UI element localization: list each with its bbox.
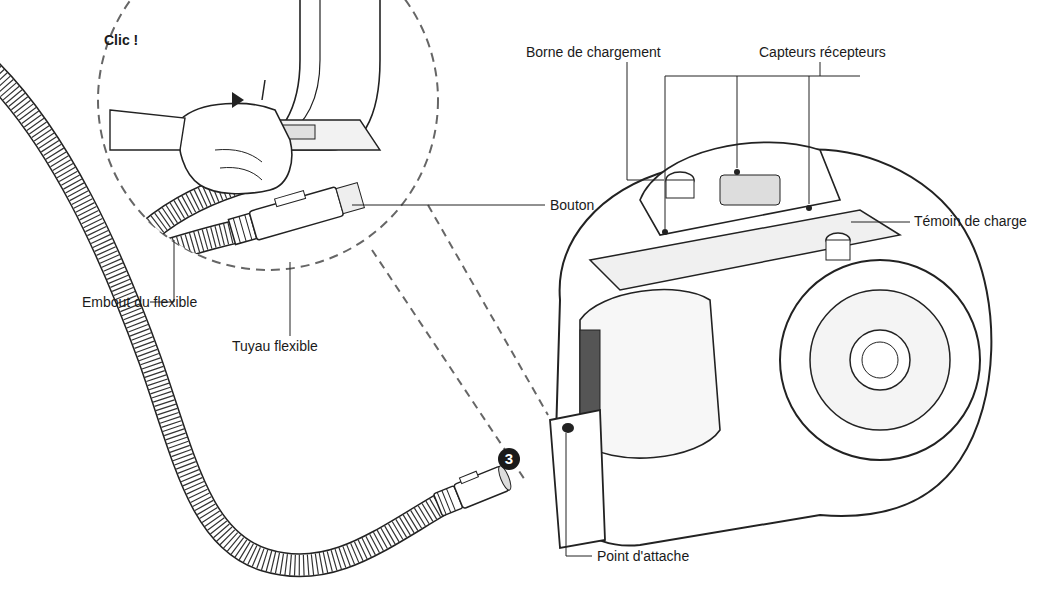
part-label: Point d'attache bbox=[597, 548, 689, 564]
part-label: Bouton bbox=[550, 197, 594, 213]
callout-number: 3 bbox=[498, 448, 520, 470]
part-label: Capteurs récepteurs bbox=[759, 44, 886, 60]
part-label: Embout du flexible bbox=[82, 294, 197, 310]
part-label: Tuyau flexible bbox=[232, 338, 318, 354]
inset-detail bbox=[98, 0, 438, 270]
hose bbox=[0, 70, 513, 565]
click-note: Clic ! bbox=[104, 32, 138, 48]
part-label: Borne de chargement bbox=[526, 44, 661, 60]
vacuum-body bbox=[550, 142, 991, 548]
part-label: Témoin de charge bbox=[914, 213, 1027, 229]
leader-lines bbox=[150, 62, 910, 556]
